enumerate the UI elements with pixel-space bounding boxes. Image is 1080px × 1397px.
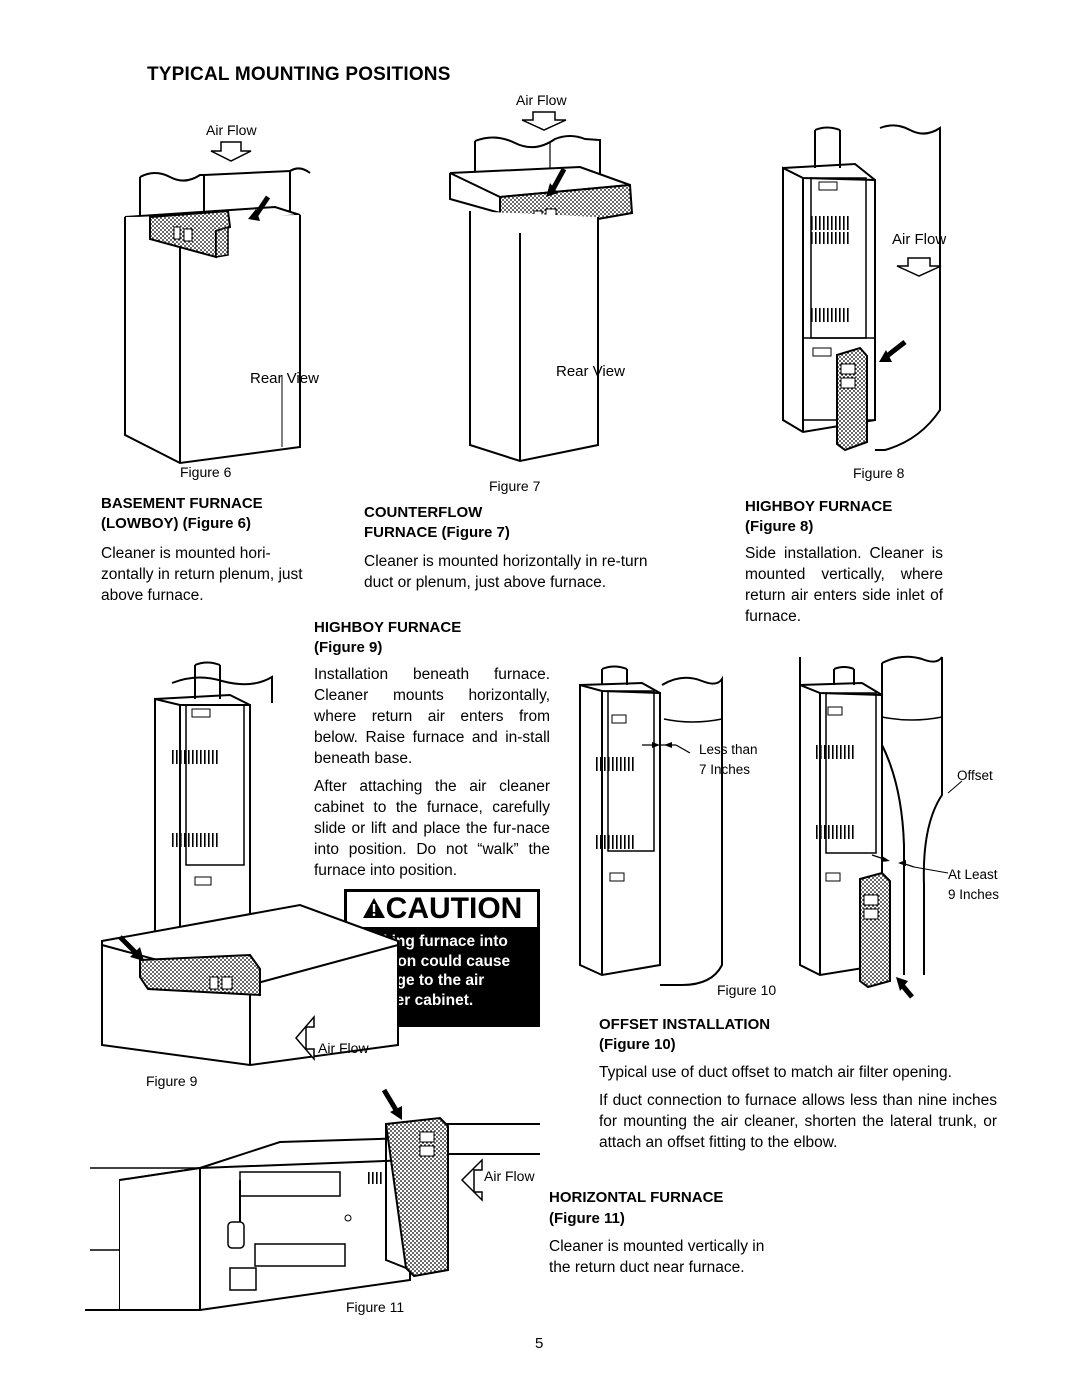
pointer-arrow-icon: [879, 340, 907, 362]
caution-header: CAUTION: [344, 889, 540, 931]
figure8-text: Side installation. Cleaner is mounted ve…: [745, 545, 943, 625]
figure7-drawing: [449, 111, 634, 463]
figure11-heading-2: (Figure 11): [549, 1210, 625, 1227]
figure7-heading-2: FURNACE (Figure 7): [364, 524, 510, 541]
figure7-heading-1: COUNTERFLOW: [364, 504, 483, 521]
figure8-drawing: [782, 124, 942, 452]
page-title: TYPICAL MOUNTING POSITIONS: [147, 64, 451, 85]
figure6-heading-1: BASEMENT FURNACE: [101, 495, 263, 512]
figure11-drawing: [85, 1088, 540, 1311]
figure11-airflow-label: Air Flow: [484, 1168, 535, 1184]
page-number: 5: [535, 1335, 544, 1352]
figure9-text-1: Installation beneath furnace. Cleaner mo…: [314, 666, 550, 767]
figure6-rear-view: Rear View: [250, 370, 319, 387]
figure7-rear-view: Rear View: [556, 363, 625, 380]
figure10-heading-2: (Figure 10): [599, 1036, 676, 1053]
airflow-arrow-icon: [295, 1014, 315, 1062]
pointer-arrow-icon: [118, 935, 144, 961]
airflow-arrow-icon: [460, 1158, 483, 1202]
figure10-text-1: Typical use of duct offset to match air …: [599, 1064, 952, 1081]
figure10-at-least-1: At Least: [948, 867, 998, 882]
figure8-heading-1: HIGHBOY FURNACE: [745, 498, 893, 515]
figure8-airflow-label: Air Flow: [892, 231, 947, 248]
warning-triangle-icon: [362, 893, 386, 927]
figure9-airflow-label: Air Flow: [318, 1040, 369, 1056]
figure9-heading-2: (Figure 9): [314, 639, 383, 656]
figure10-less-than-2: 7 Inches: [699, 762, 751, 777]
figure11-text: Cleaner is mounted vertically in the ret…: [549, 1238, 765, 1276]
figure10-caption: Figure 10: [717, 982, 777, 998]
airflow-arrow-icon: [896, 257, 942, 277]
figure9-text-2: After attaching the air cleaner cabinet …: [314, 778, 550, 879]
figure11-caption: Figure 11: [346, 1299, 405, 1315]
pointer-arrow-icon: [546, 167, 567, 197]
figure10-less-than-1: Less than: [699, 742, 758, 757]
figure10-offset: Offset: [957, 768, 993, 783]
figure6-drawing: [124, 141, 311, 465]
pointer-arrow-icon: [896, 977, 914, 999]
figure6-text: Cleaner is mounted hori-zontally in retu…: [101, 545, 303, 604]
figure7-airflow-label: Air Flow: [516, 92, 567, 108]
figure7-caption: Figure 7: [489, 478, 541, 494]
figure8-heading-2: (Figure 8): [745, 518, 814, 535]
figure7-text: Cleaner is mounted horizontally in re-tu…: [364, 553, 648, 591]
figure10-drawing: [579, 655, 963, 999]
figure9-heading-1: HIGHBOY FURNACE: [314, 619, 462, 636]
figure8-caption: Figure 8: [853, 465, 905, 481]
figure6-heading-2: (LOWBOY) (Figure 6): [101, 515, 251, 532]
caution-label: CAUTION: [385, 892, 523, 925]
figure9-caption: Figure 9: [146, 1073, 198, 1089]
figure10-text-2: If duct connection to furnace allows les…: [599, 1092, 997, 1151]
pointer-arrow-icon: [248, 195, 271, 221]
figure6-caption: Figure 6: [180, 464, 232, 480]
figure10-at-least-2: 9 Inches: [948, 887, 1000, 902]
airflow-arrow-icon: [521, 111, 567, 131]
pointer-arrow-icon: [381, 1088, 402, 1120]
figure10-heading-1: OFFSET INSTALLATION: [599, 1016, 771, 1033]
figure9-drawing: [101, 661, 399, 1067]
airflow-arrow-icon: [210, 141, 252, 162]
figure11-heading-1: HORIZONTAL FURNACE: [549, 1189, 724, 1206]
figure6-airflow-label: Air Flow: [206, 122, 257, 138]
